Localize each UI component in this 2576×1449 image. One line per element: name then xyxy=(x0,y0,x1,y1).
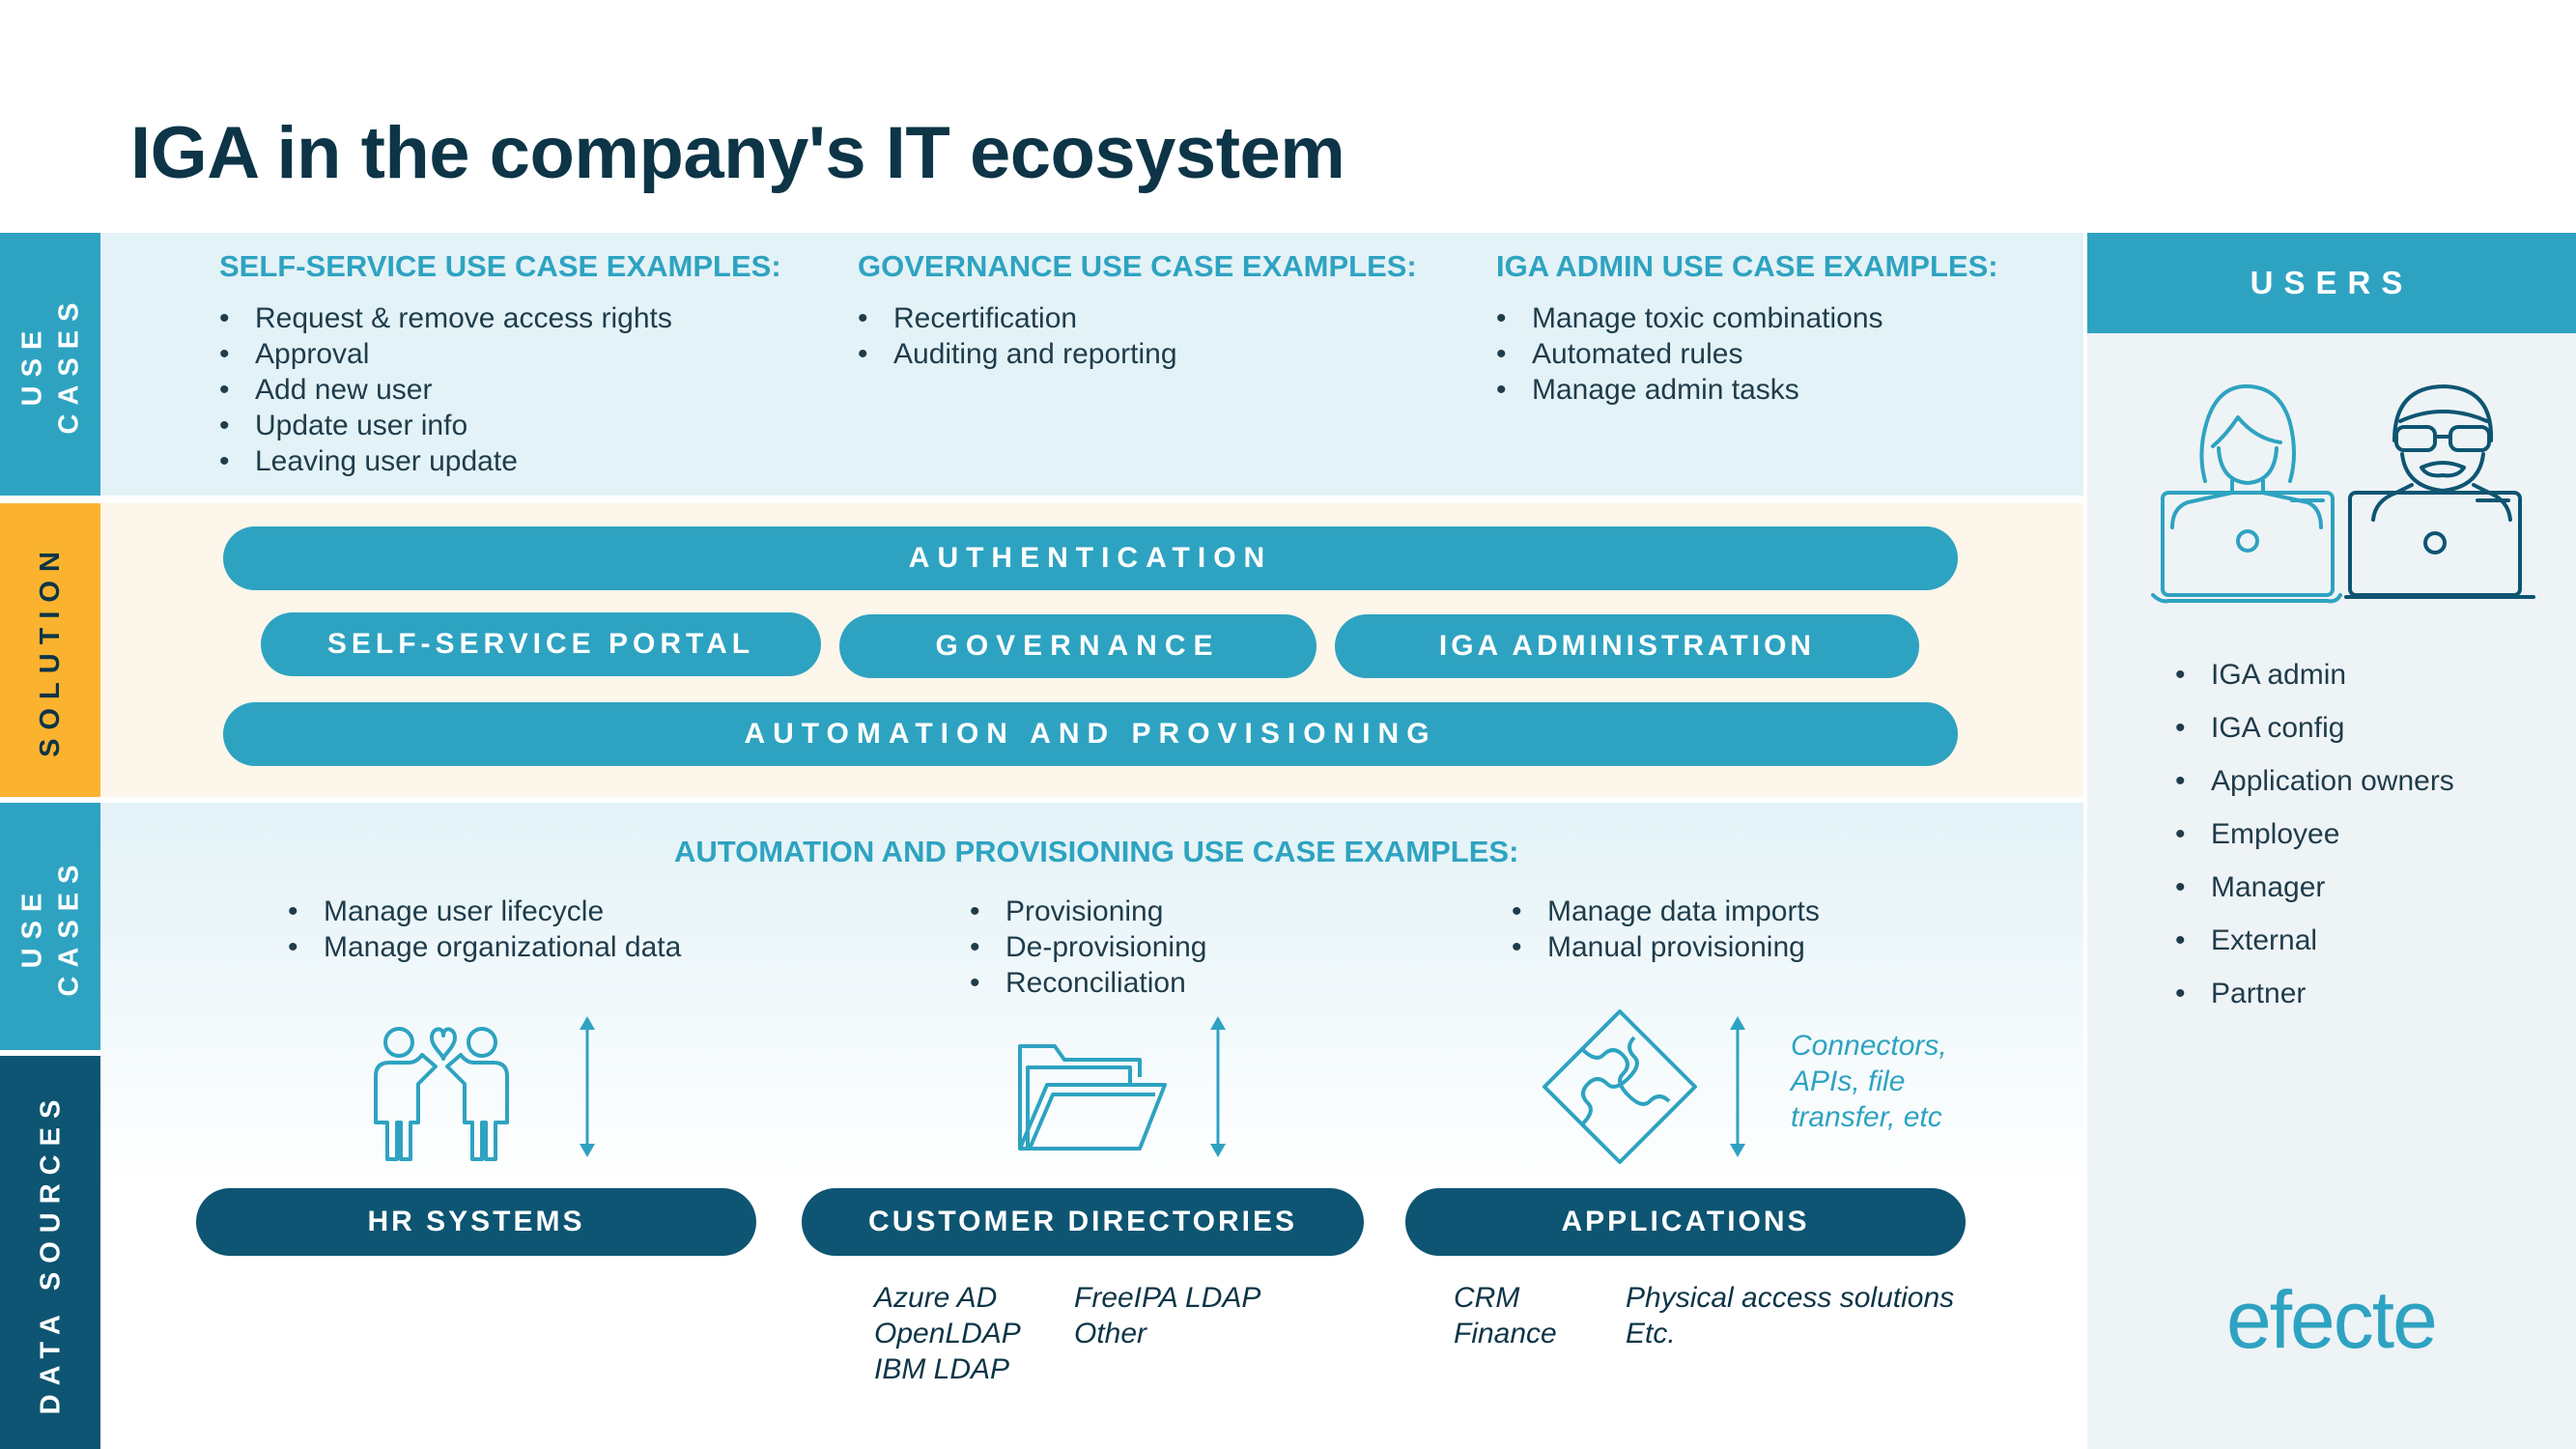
hr-systems-pill: HR SYSTEMS xyxy=(196,1188,756,1256)
list-item: Manage data imports xyxy=(1512,894,1820,929)
iga-administration-pill: IGA ADMINISTRATION xyxy=(1335,614,1919,678)
application-item: CRM xyxy=(1454,1282,1520,1314)
double-arrow-icon xyxy=(1730,1016,1745,1157)
sidebar-use-cases-bottom: USE CASES xyxy=(0,803,100,1050)
automation-list-2: Provisioning De-provisioning Reconciliat… xyxy=(970,894,1206,1001)
list-item: Manage admin tasks xyxy=(1496,372,1883,408)
list-item: Manage user lifecycle xyxy=(288,894,681,929)
man-laptop-icon xyxy=(2344,384,2535,599)
list-item: IGA config xyxy=(2175,701,2454,754)
directory-item: FreeIPA LDAP xyxy=(1074,1282,1261,1314)
list-item: Auditing and reporting xyxy=(858,336,1177,372)
directory-item: Azure AD xyxy=(874,1282,998,1314)
iga-admin-heading: IGA ADMIN USE CASE EXAMPLES: xyxy=(1496,249,1998,283)
applications-col1: CRM Finance xyxy=(1454,1280,1557,1351)
application-item: Finance xyxy=(1454,1318,1557,1350)
customer-directories-pill: CUSTOMER DIRECTORIES xyxy=(802,1188,1364,1256)
list-item: Employee xyxy=(2175,808,2454,861)
connectors-note-line: transfer, etc xyxy=(1791,1101,1942,1133)
list-item: De-provisioning xyxy=(970,929,1206,965)
automation-heading: AUTOMATION AND PROVISIONING USE CASE EXA… xyxy=(674,835,1519,868)
list-item: Automated rules xyxy=(1496,336,1883,372)
people-heart-icon xyxy=(374,1027,509,1161)
page-title: IGA in the company's IT ecosystem xyxy=(130,112,1345,194)
applications-col2: Physical access solutions Etc. xyxy=(1626,1280,1954,1351)
sidebar-data-sources: DATA SOURCES xyxy=(0,1056,100,1449)
connectors-note-line: APIs, file xyxy=(1791,1065,1906,1097)
puzzle-icon xyxy=(1543,1009,1697,1164)
sidebar-label: SOLUTION xyxy=(35,543,66,757)
efecte-logo: efecte xyxy=(2226,1274,2438,1365)
application-item: Physical access solutions xyxy=(1626,1282,1955,1314)
list-item: Approval xyxy=(219,336,672,372)
double-arrow-icon xyxy=(580,1016,595,1157)
connectors-note: Connectors, APIs, file transfer, etc xyxy=(1791,1028,1947,1135)
governance-heading: GOVERNANCE USE CASE EXAMPLES: xyxy=(858,249,1417,283)
automation-list-3: Manage data imports Manual provisioning xyxy=(1512,894,1820,965)
sidebar-label: DATA SOURCES xyxy=(35,1091,67,1414)
self-service-list: Request & remove access rights Approval … xyxy=(219,300,672,479)
list-item: Manage toxic combinations xyxy=(1496,300,1883,336)
automation-provisioning-pill: AUTOMATION AND PROVISIONING xyxy=(223,702,1958,766)
governance-pill: GOVERNANCE xyxy=(839,614,1316,678)
list-item: Manage organizational data xyxy=(288,929,681,965)
list-item: External xyxy=(2175,914,2454,967)
directories-col1: Azure AD OpenLDAP IBM LDAP xyxy=(874,1280,1021,1387)
governance-list: Recertification Auditing and reporting xyxy=(858,300,1177,372)
list-item: Update user info xyxy=(219,408,672,443)
list-item: Provisioning xyxy=(970,894,1206,929)
woman-laptop-icon xyxy=(2151,384,2342,604)
users-heading: USERS xyxy=(2087,233,2576,333)
connectors-note-line: Connectors, xyxy=(1791,1030,1947,1062)
list-item: Partner xyxy=(2175,967,2454,1020)
sidebar-solution: SOLUTION xyxy=(0,503,100,797)
directories-col2: FreeIPA LDAP Other xyxy=(1074,1280,1260,1351)
applications-pill: APPLICATIONS xyxy=(1405,1188,1966,1256)
list-item: Manager xyxy=(2175,861,2454,914)
application-item: Etc. xyxy=(1626,1318,1676,1350)
authentication-pill: AUTHENTICATION xyxy=(223,526,1958,590)
directory-item: Other xyxy=(1074,1318,1147,1350)
automation-list-1: Manage user lifecycle Manage organizatio… xyxy=(288,894,681,965)
sidebar-label: USE CASES xyxy=(16,856,85,997)
users-list: IGA admin IGA config Application owners … xyxy=(2175,648,2454,1020)
list-item: Recertification xyxy=(858,300,1177,336)
sidebar-label: USE CASES xyxy=(16,294,85,435)
folder-icon xyxy=(1018,1044,1167,1151)
iga-admin-list: Manage toxic combinations Automated rule… xyxy=(1496,300,1883,408)
list-item: IGA admin xyxy=(2175,648,2454,701)
double-arrow-icon xyxy=(1210,1016,1226,1157)
list-item: Manual provisioning xyxy=(1512,929,1820,965)
list-item: Reconciliation xyxy=(970,965,1206,1001)
self-service-heading: SELF-SERVICE USE CASE EXAMPLES: xyxy=(219,249,781,283)
list-item: Request & remove access rights xyxy=(219,300,672,336)
list-item: Application owners xyxy=(2175,754,2454,808)
list-item: Leaving user update xyxy=(219,443,672,479)
list-item: Add new user xyxy=(219,372,672,408)
sidebar-use-cases-top: USE CASES xyxy=(0,233,100,496)
self-service-portal-pill: SELF-SERVICE PORTAL xyxy=(261,612,821,676)
directory-item: OpenLDAP xyxy=(874,1318,1021,1350)
directory-item: IBM LDAP xyxy=(874,1353,1010,1385)
